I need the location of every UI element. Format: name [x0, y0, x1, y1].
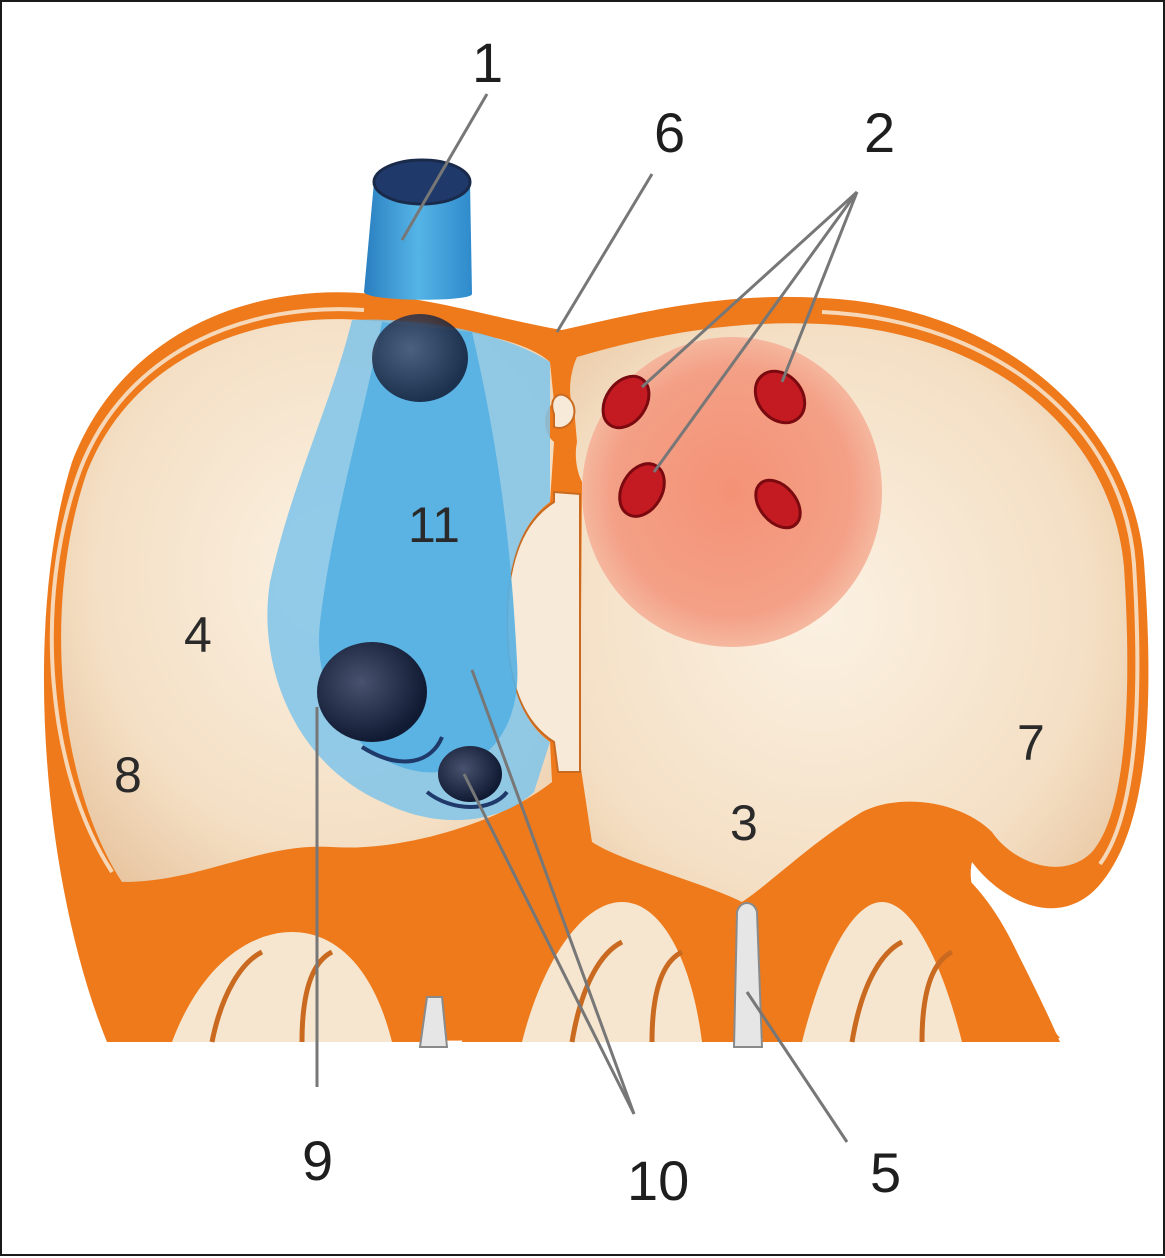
label-7: 7 — [1017, 715, 1045, 771]
septum-small-loop — [552, 395, 574, 428]
label-5: 5 — [870, 1141, 901, 1204]
label-1: 1 — [472, 31, 503, 94]
label-10: 10 — [627, 1149, 689, 1212]
label-11: 11 — [408, 497, 460, 553]
label-8: 8 — [114, 747, 142, 803]
label-3: 3 — [730, 795, 758, 851]
label-9: 9 — [302, 1129, 333, 1192]
leader-line-6 — [557, 174, 652, 332]
superior-vena-cava-inner-opening — [372, 314, 468, 402]
superior-vena-cava-opening — [374, 160, 470, 204]
mitral-valve-leaflet — [734, 903, 762, 1047]
label-4: 4 — [184, 607, 212, 663]
inferior-vena-cava-opening — [317, 642, 427, 742]
coronary-sinus-opening — [438, 746, 502, 802]
label-6: 6 — [654, 101, 685, 164]
label-2: 2 — [864, 101, 895, 164]
